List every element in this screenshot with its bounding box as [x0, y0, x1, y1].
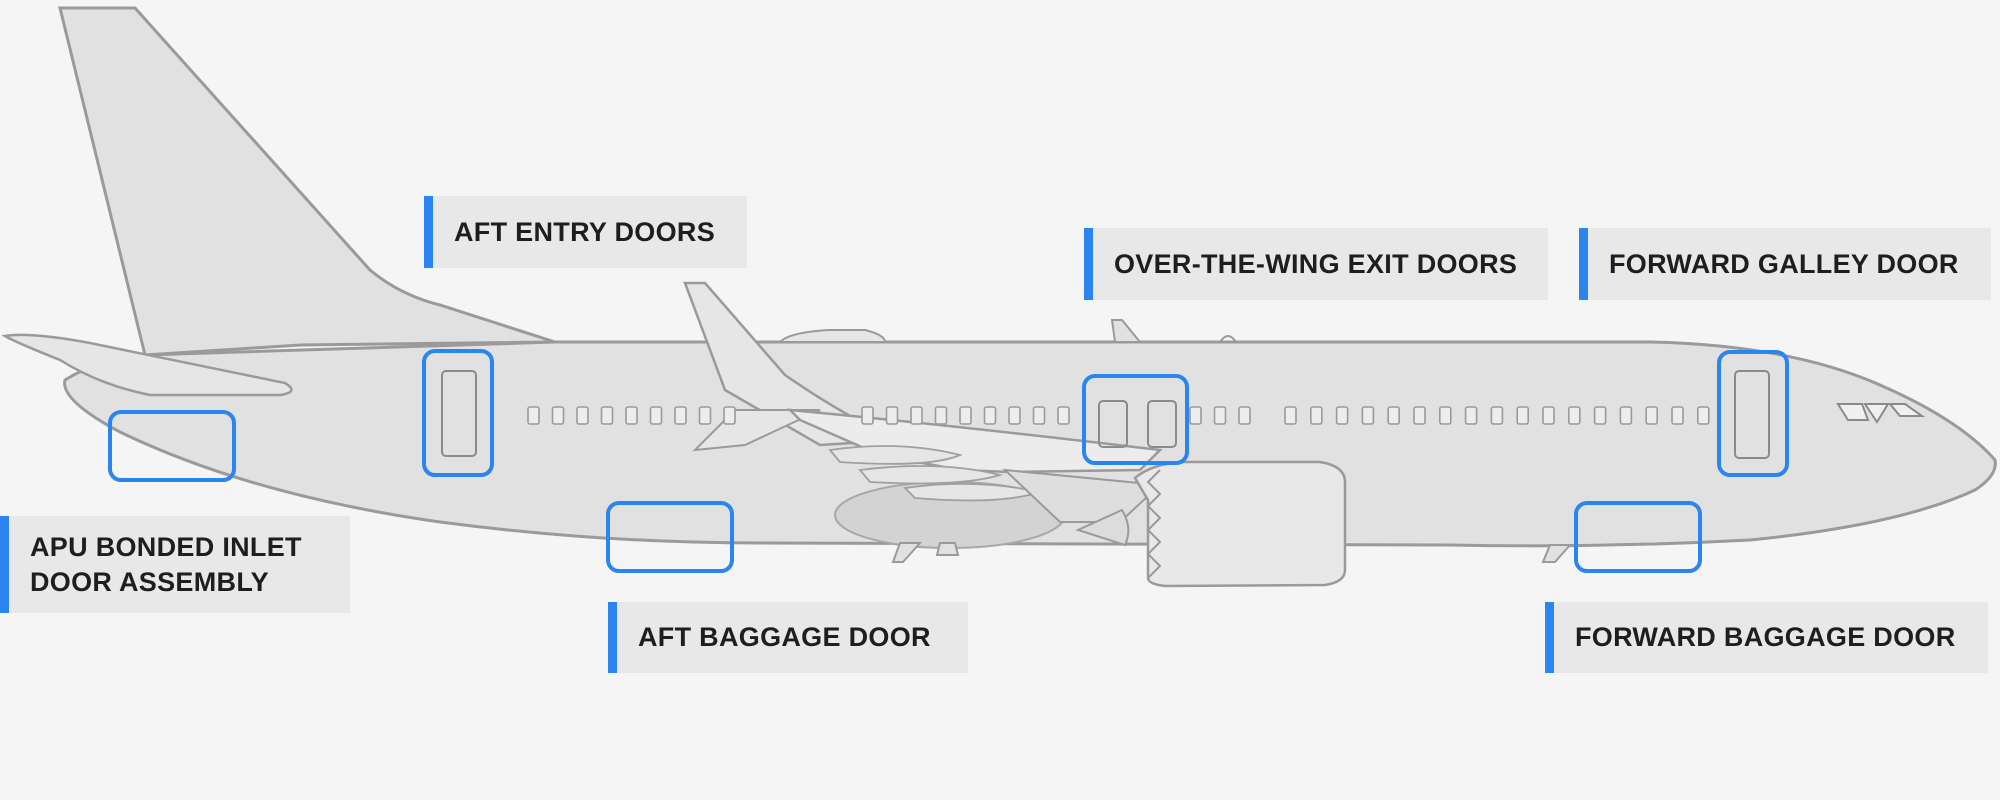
cabin-window	[959, 406, 972, 425]
over-wing-exit-outline	[1147, 400, 1177, 448]
cabin-window	[1361, 406, 1375, 425]
cabin-window	[649, 406, 663, 425]
cabin-window	[1387, 406, 1400, 425]
cabin-window	[1189, 406, 1202, 425]
cabin-window	[885, 406, 899, 425]
cabin-window	[1671, 406, 1684, 425]
forward-baggage-highlight	[1574, 501, 1702, 573]
aft-entry-door-outline	[441, 370, 477, 457]
cabin-window	[861, 406, 874, 425]
cabin-window	[1619, 406, 1633, 425]
cabin-window	[934, 406, 948, 425]
belly-antenna	[1541, 544, 1573, 563]
cabin-window	[1008, 406, 1021, 425]
cabin-window	[1439, 406, 1452, 425]
forward-galley-highlight	[1717, 350, 1789, 477]
cabin-window	[1568, 406, 1581, 425]
cockpit-window	[1887, 403, 1926, 417]
cabin-window	[1310, 406, 1323, 425]
antenna	[1110, 319, 1143, 343]
engine-chevrons	[1146, 469, 1162, 579]
cabin-window	[1284, 406, 1297, 425]
cabin-window	[674, 406, 687, 425]
cockpit-window	[1836, 403, 1870, 421]
label-aft-baggage-door: AFT BAGGAGE DOOR	[608, 602, 968, 673]
cabin-window	[698, 406, 712, 425]
cabin-window	[1057, 406, 1070, 425]
label-aft-entry-doors: AFT ENTRY DOORS	[424, 196, 747, 268]
cockpit-window	[1863, 403, 1890, 424]
antenna	[1219, 335, 1237, 343]
engine-exhaust	[1075, 508, 1130, 547]
forward-galley-door-outline	[1734, 370, 1770, 459]
cabin-window	[600, 406, 614, 425]
cabin-window	[1516, 406, 1529, 425]
cabin-windows	[527, 406, 1710, 425]
label-forward-galley-door: FORWARD GALLEY DOOR	[1579, 228, 1991, 300]
dorsal-fairing	[777, 329, 887, 343]
cabin-window	[625, 406, 638, 425]
cabin-window	[983, 406, 997, 425]
cabin-window	[1697, 406, 1710, 425]
cabin-window	[527, 406, 540, 425]
belly-antenna	[935, 542, 960, 556]
label-over-the-wing-exit-doors: OVER-THE-WING EXIT DOORS	[1084, 228, 1548, 300]
engine-nacelle	[1133, 460, 1347, 588]
cabin-window	[1645, 406, 1658, 425]
cabin-window	[910, 406, 923, 425]
horizontal-stabilizer	[1, 333, 293, 397]
cabin-window	[723, 406, 736, 425]
over-wing-highlight	[1082, 374, 1189, 465]
label-apu-bonded-inlet-door-assembly: APU BONDED INLET DOOR ASSEMBLY	[0, 516, 350, 613]
cabin-window	[1335, 406, 1349, 425]
aft-baggage-highlight	[606, 501, 734, 573]
vertical-stabilizer	[58, 6, 556, 357]
cabin-window	[1238, 406, 1251, 425]
cabin-window	[1542, 406, 1555, 425]
cabin-window	[1213, 406, 1227, 425]
cabin-window	[551, 406, 565, 425]
aft-entry-highlight	[422, 349, 494, 477]
cabin-window	[576, 406, 589, 425]
cabin-window	[1413, 406, 1426, 425]
belly-antenna	[891, 542, 923, 563]
flap-track	[858, 465, 1004, 485]
cabin-window	[1464, 406, 1478, 425]
label-forward-baggage-door: FORWARD BAGGAGE DOOR	[1545, 602, 1988, 673]
near-wing	[786, 408, 1163, 474]
cabin-window	[1490, 406, 1504, 425]
apu-inlet-highlight	[108, 410, 236, 482]
cabin-window	[1032, 406, 1046, 425]
flap-track	[828, 445, 963, 465]
cabin-window	[1593, 406, 1607, 425]
over-wing-exit-outline	[1098, 400, 1128, 448]
